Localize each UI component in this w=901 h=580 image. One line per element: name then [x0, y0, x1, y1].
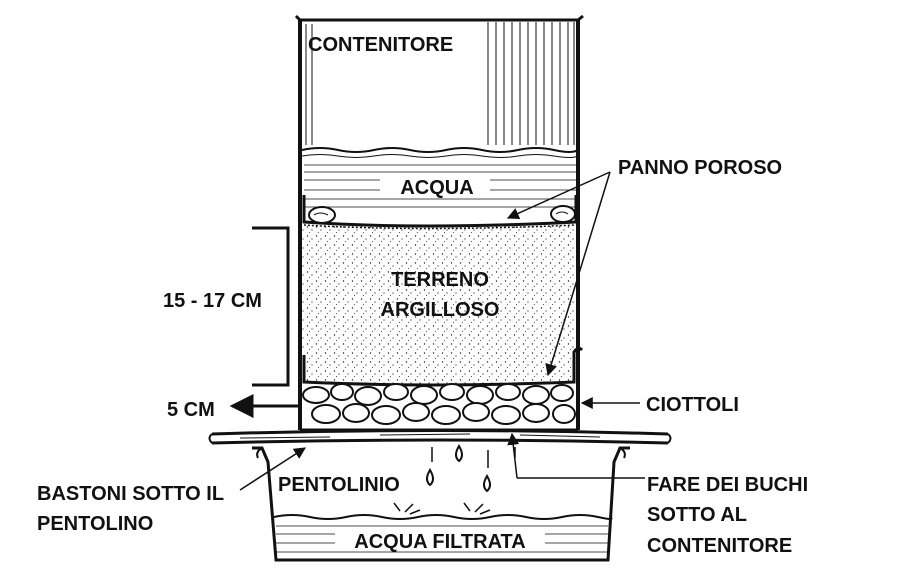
label-sticks-line1: BASTONI SOTTO IL — [37, 483, 224, 505]
label-pot: PENTOLINIO — [278, 474, 400, 496]
label-five-cm: 5 CM — [167, 399, 215, 421]
porous-cloth-bottom — [302, 346, 584, 387]
label-holes-line2: SOTTO AL — [647, 504, 747, 526]
label-sticks-line2: PENTOLINO — [37, 513, 153, 535]
container-hatching — [305, 22, 575, 145]
label-water: ACQUA — [400, 177, 473, 199]
label-porous-cloth: PANNO POROSO — [618, 157, 782, 179]
label-holes-line3: CONTENITORE — [647, 535, 792, 557]
label-pebbles: CIOTTOLI — [646, 394, 739, 416]
label-soil-line1: TERRENO — [391, 269, 489, 291]
label-holes-line1: FARE DEI BUCHI — [647, 474, 808, 496]
label-filtered-water: ACQUA FILTRATA — [354, 531, 525, 553]
porous-cloth-top — [302, 195, 578, 228]
label-height-range: 15 - 17 CM — [163, 290, 262, 312]
label-soil-line2: ARGILLOSO — [381, 299, 500, 321]
clay-soil-layer — [302, 224, 577, 385]
sticks — [208, 429, 672, 445]
filtered-water — [273, 514, 613, 553]
water-layer — [301, 147, 579, 208]
pebbles-layer — [302, 383, 576, 425]
callout-lines — [239, 171, 645, 491]
label-container: CONTENITORE — [308, 34, 453, 56]
height-bracket — [252, 226, 290, 387]
water-drops — [426, 444, 516, 493]
pot — [252, 446, 630, 562]
